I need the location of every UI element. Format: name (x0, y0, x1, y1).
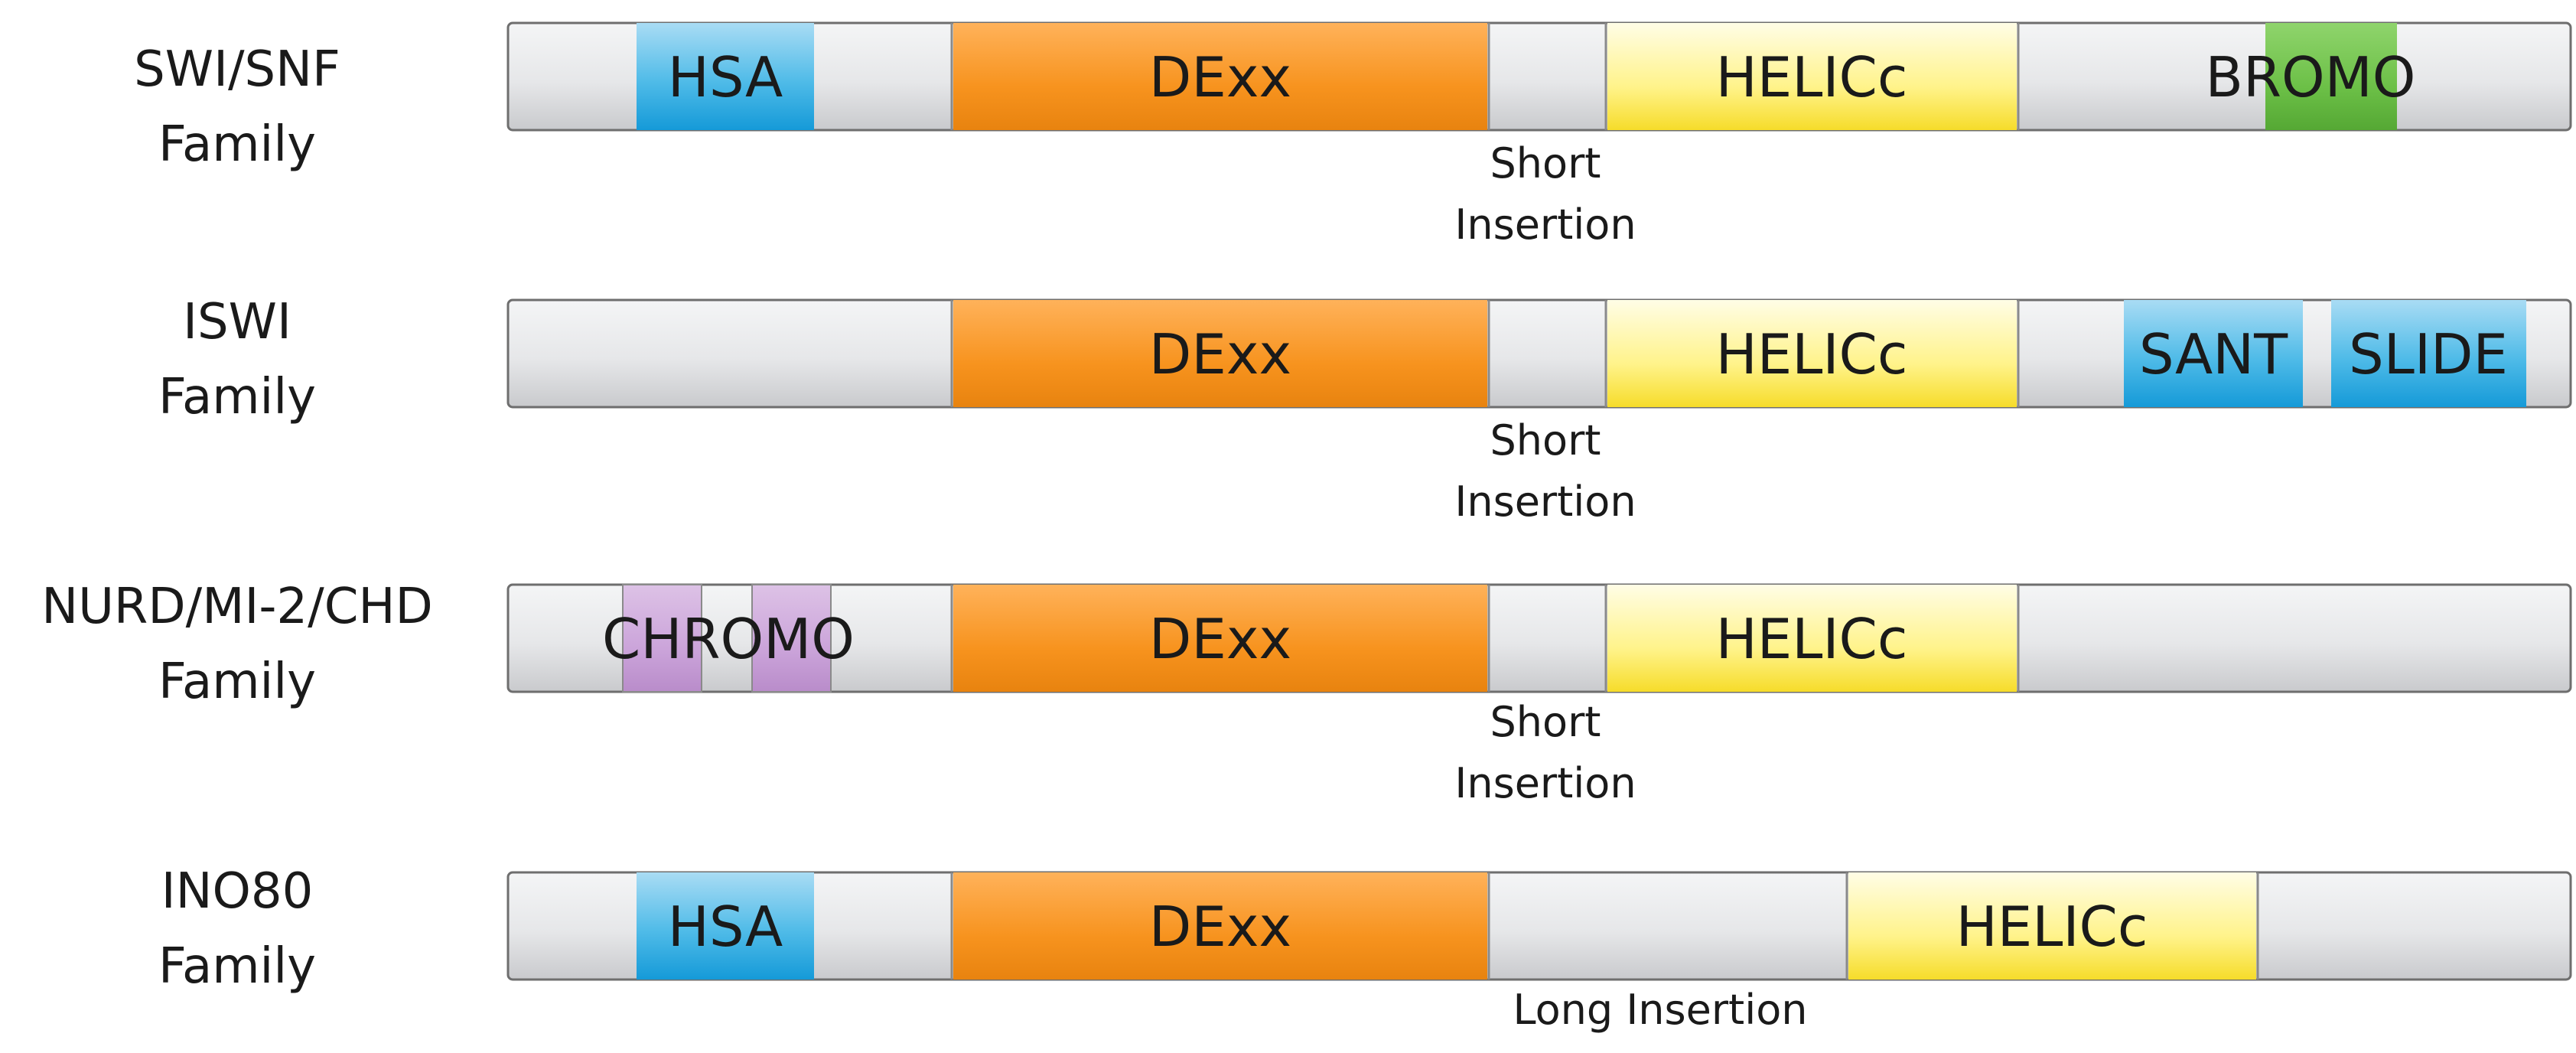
domain-helicc (1607, 585, 2017, 692)
domain-slide (2331, 300, 2526, 407)
family-name-line2: Family (158, 116, 316, 173)
insertion-label-line2: Insertion (1454, 200, 1636, 249)
family-row-iswi: ISWI Family DExx HELICc SANT SLIDE Short… (158, 294, 2572, 526)
domain-sant (2124, 300, 2303, 407)
insertion-label-line2: Insertion (1454, 759, 1636, 807)
domain-helicc (1607, 23, 2017, 130)
family-name-line2: Family (158, 654, 316, 710)
domain-label-sant: SANT (2139, 322, 2288, 386)
domain-label-chromo: CHROMO (602, 607, 855, 671)
family-name-line2: Family (158, 938, 316, 995)
insertion-label-line1: Short (1490, 139, 1601, 187)
family-row-nurd-mi2-chd: NURD/MI-2/CHD Family CHROMO DExx HELICc … (41, 579, 2572, 807)
domain-label-dexx: DExx (1149, 895, 1291, 959)
domain-dexx (953, 585, 1487, 692)
domain-label-slide: SLIDE (2349, 322, 2508, 386)
domain-hsa (637, 872, 814, 980)
insertion-label-line1: Short (1490, 416, 1601, 465)
domain-label-helicc: HELICc (1716, 322, 1908, 386)
family-name-line2: Family (158, 369, 316, 425)
domain-chromo-1 (622, 584, 702, 693)
insertion-label-line2: Insertion (1454, 478, 1636, 526)
protein-backbone (506, 871, 2572, 981)
insertion-label: Long Insertion (1513, 986, 1808, 1034)
domain-label-helicc: HELICc (1716, 607, 1908, 671)
domain-helicc (1848, 872, 2256, 980)
family-name-line1: ISWI (183, 294, 291, 350)
domain-label-helicc: HELICc (1716, 45, 1908, 109)
domain-chromo-2 (751, 584, 832, 693)
domain-label-hsa: HSA (668, 895, 783, 959)
insertion-label-line1: Short (1490, 698, 1601, 746)
domain-label-dexx: DExx (1149, 607, 1291, 671)
domain-label-dexx: DExx (1149, 45, 1291, 109)
domain-dexx (953, 23, 1487, 130)
domain-hsa (637, 23, 814, 130)
family-row-ino80: INO80 Family HSA DExx HELICc Long Insert… (158, 863, 2572, 1034)
domain-bromo (2265, 23, 2397, 130)
domain-helicc (1607, 300, 2017, 407)
domain-label-dexx: DExx (1149, 322, 1291, 386)
domain-label-helicc: HELICc (1956, 895, 2148, 959)
family-name-line1: INO80 (161, 863, 314, 920)
domain-dexx (953, 872, 1487, 980)
family-row-swi-snf: SWI/SNF Family HSA DExx HELICc BROMO Sho… (134, 21, 2572, 249)
family-name-line1: SWI/SNF (134, 41, 340, 98)
domain-label-hsa: HSA (668, 45, 783, 109)
family-name-line1: NURD/MI-2/CHD (41, 579, 433, 635)
domain-dexx (953, 300, 1487, 407)
domain-label-bromo: BROMO (2206, 45, 2416, 109)
